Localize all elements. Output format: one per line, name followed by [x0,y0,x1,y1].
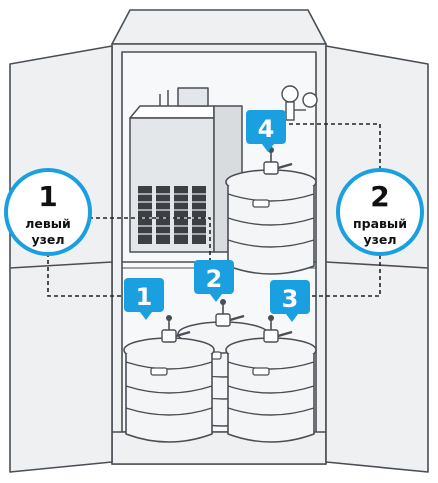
marker-number: 3 [282,285,299,313]
node-number: 2 [370,180,389,213]
refrigeration-unit-icon [129,87,243,253]
marker-4: 4 [246,110,286,152]
marker-3: 3 [270,280,310,322]
node-label-line1: правый [353,216,407,231]
node-label-line2: узел [31,232,64,247]
co2-regulator-icon [281,85,318,121]
node-label-line1: левый [25,216,71,231]
marker-2: 2 [194,260,234,302]
marker-number: 4 [258,115,275,143]
marker-number: 1 [136,283,153,311]
marker-1: 1 [124,278,164,320]
node-right: 2 правый узел [336,168,424,256]
node-number: 1 [38,180,57,213]
node-label-line2: узел [363,232,396,247]
node-left: 1 левый узел [4,168,92,256]
marker-number: 2 [206,265,223,293]
vent-grille [138,186,206,244]
